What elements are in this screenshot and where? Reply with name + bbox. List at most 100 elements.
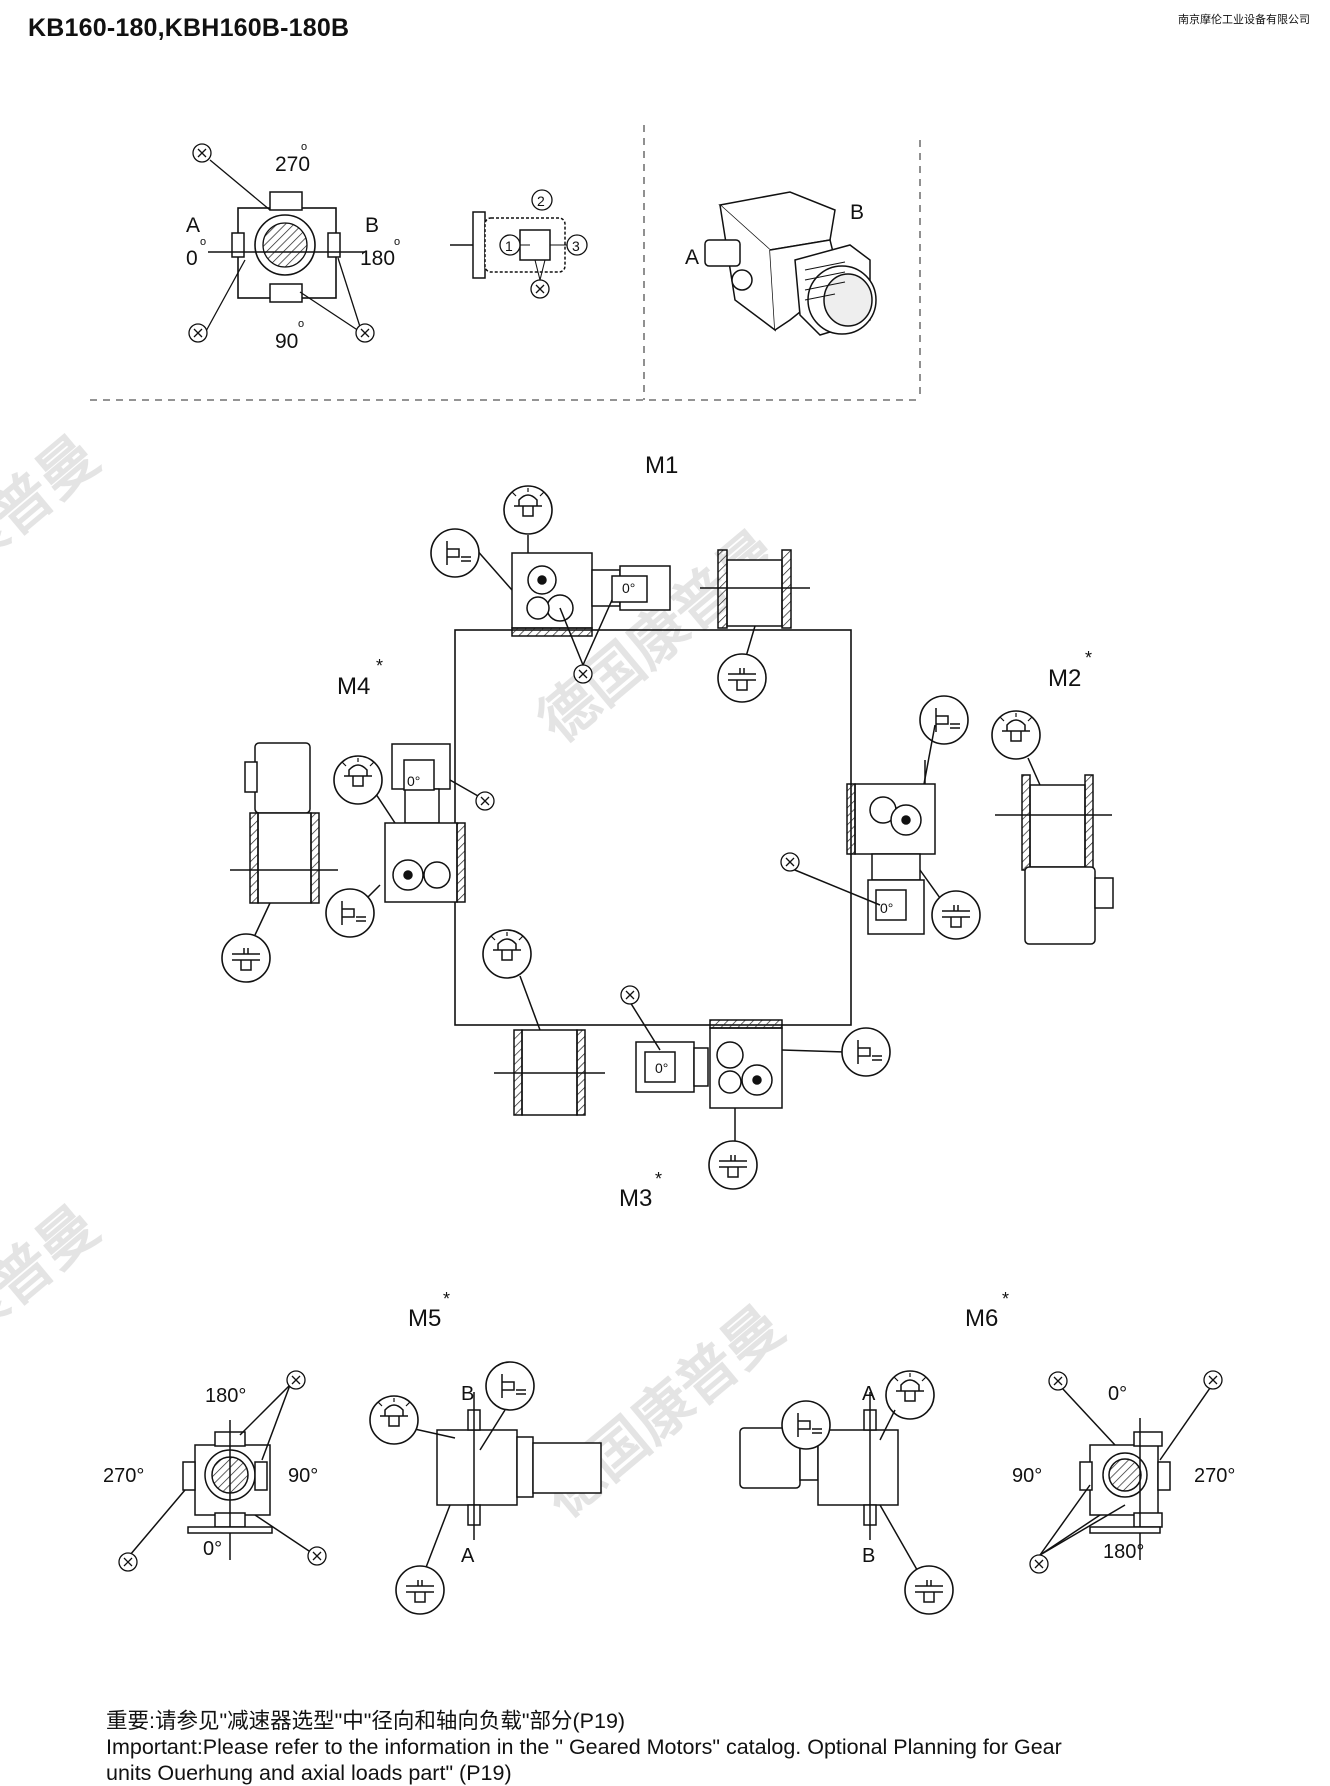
cable-entry-diagram: 1 2 3 (450, 189, 588, 299)
side-b-label: B (365, 214, 379, 237)
side-a-label: A (186, 214, 200, 237)
watermark-text: 德国康普曼 (530, 1292, 796, 1531)
m3-gearmotor (620, 985, 891, 1190)
angle-zero-label: 0° (655, 1060, 668, 1076)
side-a-label: A (461, 1545, 475, 1567)
vent-x-icon (1048, 1371, 1068, 1391)
vent-x-icon (286, 1370, 306, 1390)
drain-plug-icon (904, 1565, 954, 1615)
note-chinese: 重要:请参见"减速器选型"中"径向和轴向负载"部分(P19) (106, 1709, 626, 1733)
angle-90-label: 90° (288, 1465, 318, 1487)
angle-zero-label: 0° (622, 580, 635, 596)
top-dividers (90, 125, 921, 401)
angle-180-label: 180° (1103, 1541, 1144, 1563)
oil-level-icon (781, 1400, 831, 1450)
drain-plug-icon (717, 653, 767, 703)
isometric-gearmotor-view: A B (685, 191, 877, 336)
position-m1-label: M1 (645, 452, 678, 479)
angle-180-label: 180° (205, 1385, 246, 1407)
angle-zero-label: 0° (407, 773, 420, 789)
angle-270-label: 270 (275, 153, 310, 176)
asterisk: * (376, 656, 383, 676)
vent-x-icon (1029, 1554, 1049, 1574)
asterisk: * (443, 1289, 450, 1309)
degree-sign: o (200, 236, 206, 248)
position-m3-label: M3 (619, 1185, 652, 1212)
vent-x-icon (355, 323, 375, 343)
vent-x-icon (475, 791, 495, 811)
degree-sign: o (301, 141, 307, 153)
iso-side-a-label: A (685, 246, 699, 269)
cable-x-icon (530, 279, 550, 299)
important-note: 重要:请参见"减速器选型"中"径向和轴向负载"部分(P19) Important… (106, 1708, 1306, 1786)
watermark-group: 德国康普曼 德国康普曼 德国康普曼 德国康普曼 (0, 422, 796, 1531)
m4-gearmotor (325, 743, 495, 938)
m2-side-view (991, 710, 1114, 945)
company-name: 南京摩伦工业设备有限公司 (1178, 14, 1310, 26)
angle-90-label: 90 (275, 330, 298, 353)
position-m5-label: M5 (408, 1305, 441, 1332)
drain-plug-icon (708, 1140, 758, 1190)
breather-vent-icon (369, 1395, 419, 1445)
asterisk: * (1002, 1289, 1009, 1309)
terminal-1-label: 1 (505, 238, 513, 254)
m1-side-view (700, 549, 810, 703)
m5-gearmotor (369, 1361, 602, 1615)
angle-180-label: 180 (360, 247, 395, 270)
drain-plug-icon (931, 890, 981, 940)
breather-vent-icon (503, 485, 553, 535)
vent-x-icon (192, 143, 212, 163)
oil-level-icon (325, 888, 375, 938)
angle-270-label: 270° (1194, 1465, 1235, 1487)
vent-x-icon (620, 985, 640, 1005)
m6-terminal-position-diagram (1029, 1370, 1223, 1574)
m2-gearmotor (780, 695, 981, 940)
side-b-label: B (862, 1545, 875, 1567)
watermark-text: 德国康普曼 (0, 1192, 111, 1431)
iso-side-b-label: B (850, 201, 864, 224)
position-m6-label: M6 (965, 1305, 998, 1332)
side-b-label: B (461, 1383, 474, 1405)
m3-side-view (482, 929, 605, 1116)
degree-sign: o (394, 236, 400, 248)
vent-x-icon (1203, 1370, 1223, 1390)
m6-gearmotor (739, 1370, 954, 1615)
angle-0-label: 0° (203, 1538, 222, 1560)
asterisk: * (655, 1169, 662, 1189)
note-english-line-1: Important:Please refer to the informatio… (106, 1735, 1062, 1759)
asterisk: * (1085, 648, 1092, 668)
terminal-box-position-diagram: 270 o 90 o A 0 o B 180 o (186, 141, 400, 353)
terminal-3-label: 3 (572, 238, 580, 254)
note-english-line-2: units Ouerhung and axial loads part" (P1… (106, 1761, 512, 1785)
side-a-label: A (862, 1383, 876, 1405)
angle-0-label: 0° (1108, 1383, 1127, 1405)
page-title: KB160-180,KBH160B-180B (28, 14, 350, 42)
vent-x-icon (118, 1552, 138, 1572)
breather-vent-icon (482, 929, 532, 979)
vent-x-icon (188, 323, 208, 343)
position-m2-label: M2 (1048, 665, 1081, 692)
terminal-2-label: 2 (537, 193, 545, 209)
position-m4-label: M4 (337, 673, 370, 700)
watermark-text: 德国康普曼 (0, 422, 111, 661)
drain-plug-icon (395, 1565, 445, 1615)
vent-x-icon (573, 664, 593, 684)
breather-vent-icon (991, 710, 1041, 760)
oil-level-icon (430, 528, 480, 578)
angle-90-label: 90° (1012, 1465, 1042, 1487)
vent-x-icon (780, 852, 800, 872)
breather-vent-icon (333, 755, 383, 805)
drain-plug-icon (221, 933, 271, 983)
oil-level-icon (919, 695, 969, 745)
vent-x-icon (307, 1546, 327, 1566)
angle-zero-label: 0° (880, 900, 893, 916)
oil-level-icon (485, 1361, 535, 1411)
m4-side-view (221, 742, 338, 983)
m5-terminal-position-diagram (118, 1370, 327, 1572)
degree-sign: o (298, 318, 304, 330)
breather-vent-icon (885, 1370, 935, 1420)
angle-0-label: 0 (186, 247, 198, 270)
angle-270-label: 270° (103, 1465, 144, 1487)
m1-gearmotor (430, 485, 671, 684)
